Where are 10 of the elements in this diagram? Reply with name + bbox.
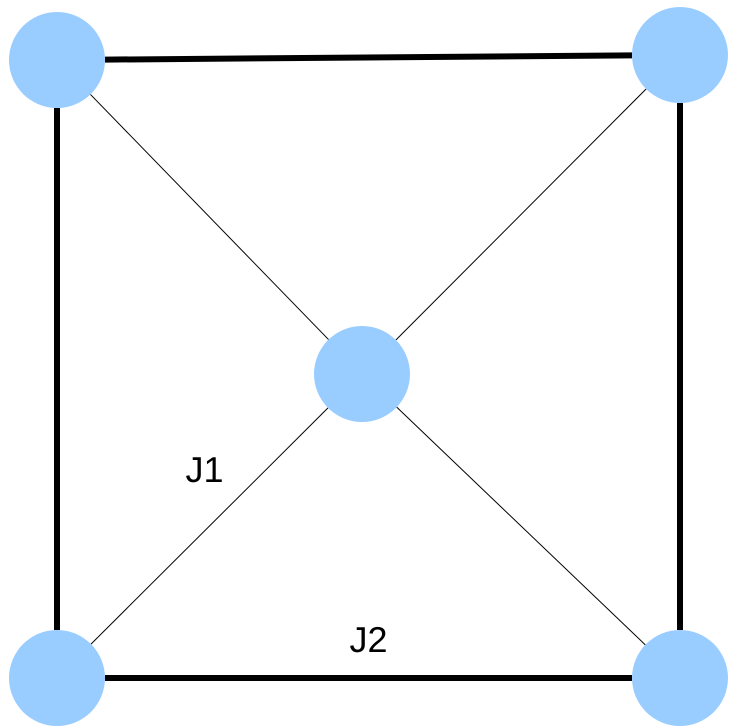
line (90, 407, 328, 645)
line (395, 88, 647, 340)
thick-line (54, 108, 60, 630)
edge-label: J2 (349, 622, 388, 658)
edge-label: J1 (185, 452, 224, 488)
line (90, 94, 330, 340)
thick-line (677, 103, 683, 630)
thick-line (104, 52, 632, 63)
line (396, 406, 646, 646)
thick-line (105, 675, 632, 681)
